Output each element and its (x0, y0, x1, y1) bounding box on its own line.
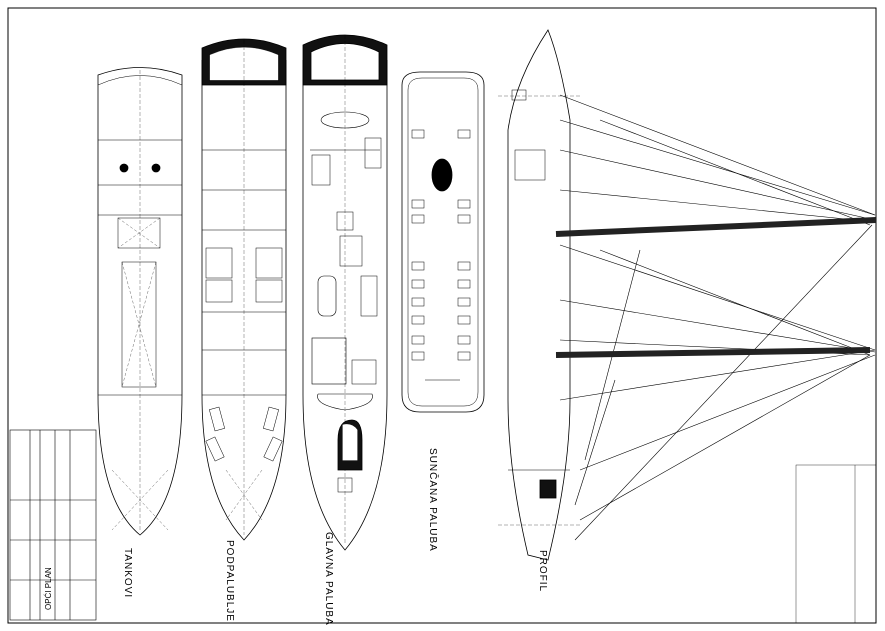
sail-rigging (559, 94, 876, 541)
profile-view (498, 29, 580, 561)
main-deck-plan-view (302, 34, 388, 551)
masts (555, 217, 877, 358)
specs-table-frame (795, 464, 877, 624)
sun-deck-view-label: SUNČANA PALUBA (427, 448, 438, 552)
title-block-frame (9, 429, 97, 621)
below-deck-plan-view (201, 38, 287, 541)
tank-view-label: TANKOVI (122, 548, 133, 599)
below-deck-view-label: PODPALUBLJE (224, 540, 235, 622)
main-deck-view-label: GLAVNA PALUBA (323, 532, 334, 626)
profile-view-label: PROFIL (537, 550, 548, 593)
sun-deck-plan-view (401, 71, 485, 413)
drawing-title: OPĆI PLAN (44, 567, 53, 610)
sheet-border (7, 7, 877, 624)
tank-plan-view (97, 67, 183, 536)
